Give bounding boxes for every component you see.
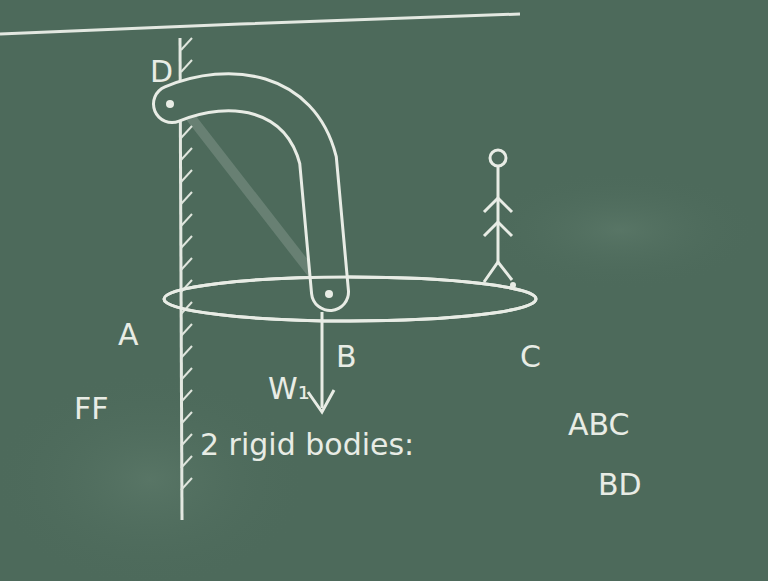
hatch-stroke <box>181 192 192 204</box>
pin-d <box>166 100 174 108</box>
body-name: ABC <box>568 408 630 441</box>
force-label: W₁ <box>268 372 310 405</box>
weight-arrowhead <box>308 390 334 412</box>
hatch-stroke <box>181 456 192 468</box>
beam-abc-front <box>164 277 536 321</box>
point-c <box>510 282 516 288</box>
person-figure <box>484 150 512 282</box>
point-label: C <box>520 340 541 373</box>
pin-b <box>325 290 333 298</box>
note-label: 2 rigid bodies: <box>200 428 414 461</box>
hatch-stroke <box>181 258 192 270</box>
hatch-stroke <box>181 390 192 402</box>
hatch-stroke <box>181 478 192 490</box>
weight-arrow <box>321 312 324 408</box>
curved-body-bd-inner <box>172 92 330 292</box>
note-label: FF <box>74 392 109 425</box>
hatch-stroke <box>181 434 192 446</box>
erased-smudge <box>0 370 310 581</box>
top-rule <box>0 14 520 34</box>
hatch-stroke <box>181 368 192 380</box>
beam-abc <box>164 277 536 321</box>
hatch-stroke <box>181 38 192 50</box>
hatch-stroke <box>181 126 192 138</box>
erased-smudge <box>480 170 760 290</box>
hatch-stroke <box>181 324 192 336</box>
hatch-stroke <box>181 214 192 226</box>
point-label: B <box>336 340 357 373</box>
point-label: D <box>150 55 173 88</box>
curved-body-bd <box>172 92 330 292</box>
hatch-stroke <box>181 60 192 72</box>
point-label: A <box>118 318 139 351</box>
hatch-stroke <box>181 346 192 358</box>
hatch-stroke <box>181 236 192 248</box>
hatch-stroke <box>181 148 192 160</box>
hatch-stroke <box>181 170 192 182</box>
body-name: BD <box>598 468 642 501</box>
hatch-stroke <box>181 412 192 424</box>
